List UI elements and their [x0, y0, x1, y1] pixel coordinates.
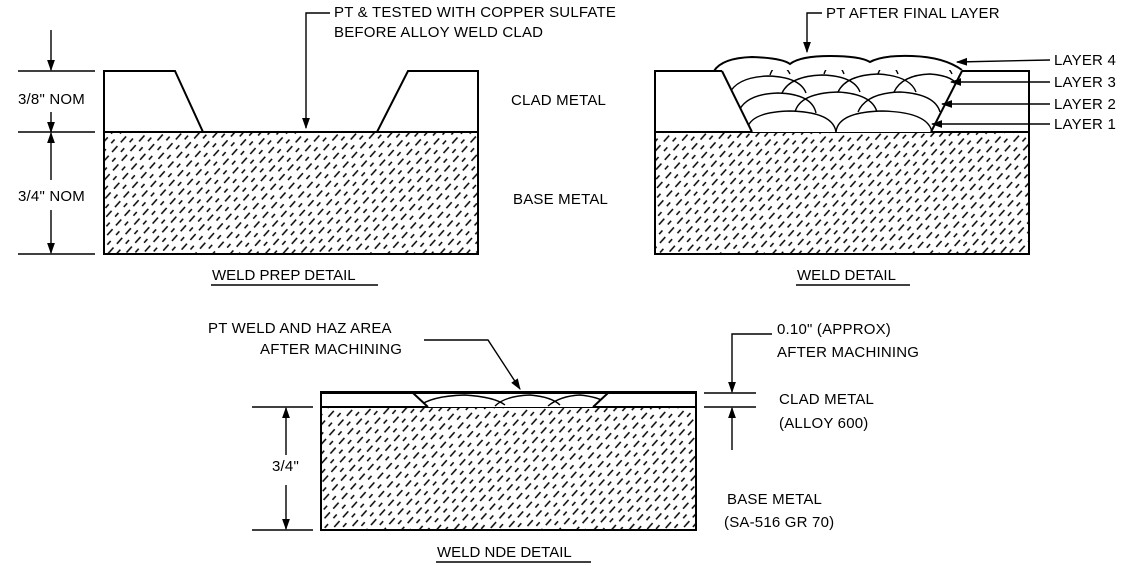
weld-nde-detail: PT WELD AND HAZ AREA AFTER MACHINING 3/4… [208, 320, 919, 563]
weld-layer-beads [722, 70, 962, 132]
weld-prep-detail: 3/8" NOM 3/4" NOM PT & TESTED WITH COPPE… [14, 4, 616, 286]
nde-thickness-line2: AFTER MACHINING [777, 344, 919, 361]
layer-2-label: LAYER 2 [1054, 96, 1116, 113]
weld-base-metal [654, 131, 1030, 255]
nde-base-dimension: 3/4" [272, 458, 299, 475]
prep-callout-line1: PT & TESTED WITH COPPER SULFATE [334, 4, 616, 21]
nde-callout-line1: PT WELD AND HAZ AREA [208, 320, 392, 337]
layer-1-label: LAYER 1 [1054, 116, 1116, 133]
nde-clad-line2: (ALLOY 600) [779, 415, 868, 432]
layer-4-label: LAYER 4 [1054, 52, 1116, 69]
prep-base-dimension: 3/4" NOM [18, 188, 85, 205]
clad-metal-label: CLAD METAL [511, 92, 606, 109]
nde-base-metal [320, 406, 697, 531]
prep-callout-line2: BEFORE ALLOY WELD CLAD [334, 24, 543, 41]
nde-callout-line2: AFTER MACHINING [260, 341, 402, 358]
nde-base-line2: (SA-516 GR 70) [724, 514, 834, 531]
nde-thickness-line1: 0.10" (APPROX) [777, 321, 891, 338]
weld-prep-detail-title: WELD PREP DETAIL [212, 267, 356, 284]
nde-base-line1: BASE METAL [727, 491, 822, 508]
weld-callout: PT AFTER FINAL LAYER [826, 5, 1000, 22]
nde-clad-line1: CLAD METAL [779, 391, 874, 408]
weld-detail-title: WELD DETAIL [797, 267, 896, 284]
weld-nde-detail-title: WELD NDE DETAIL [437, 544, 572, 561]
prep-base-metal [103, 131, 479, 255]
base-metal-label: BASE METAL [513, 191, 608, 208]
prep-clad-dimension: 3/8" NOM [18, 91, 85, 108]
weld-detail: PT AFTER FINAL LAYER LAYER 4 LAYER 3 LAY… [654, 5, 1116, 286]
prep-clad-left [103, 70, 204, 133]
prep-clad-right [376, 70, 479, 133]
layer-3-label: LAYER 3 [1054, 74, 1116, 91]
